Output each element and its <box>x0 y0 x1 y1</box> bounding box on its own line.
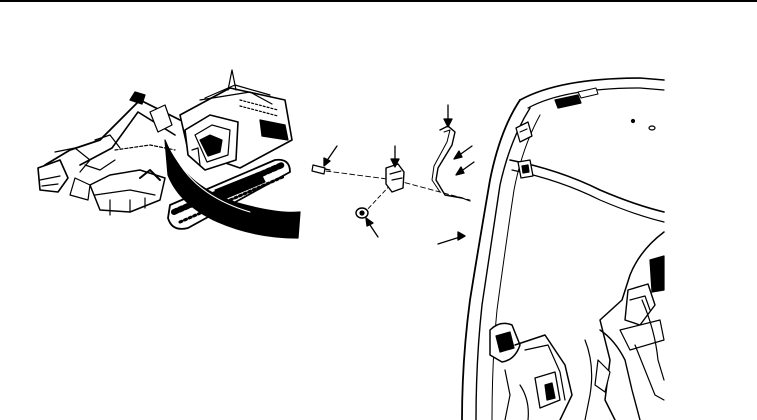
cable-bracket-part <box>431 125 471 202</box>
arrow-icon <box>390 145 400 168</box>
header-rule <box>0 0 757 2</box>
arrow-icon <box>453 145 473 160</box>
cab-window-frame <box>461 77 665 420</box>
arrow-icon <box>365 217 379 238</box>
excavator-illustration <box>37 69 301 239</box>
detail-callout-swoosh <box>164 139 301 239</box>
nut-part <box>355 207 369 219</box>
callout-arrows <box>323 104 475 245</box>
assembly-leader-line <box>317 169 471 201</box>
arrow-icon <box>443 104 453 128</box>
arrow-icon <box>323 145 338 167</box>
cab-interior <box>489 231 665 420</box>
exploded-parts-view <box>311 125 471 219</box>
arrow-icon <box>437 231 466 245</box>
clip-part <box>385 163 405 193</box>
excavator-boom <box>37 91 181 216</box>
screw-part <box>311 164 331 175</box>
excavator-house <box>179 69 293 171</box>
arrow-icon <box>455 161 475 176</box>
